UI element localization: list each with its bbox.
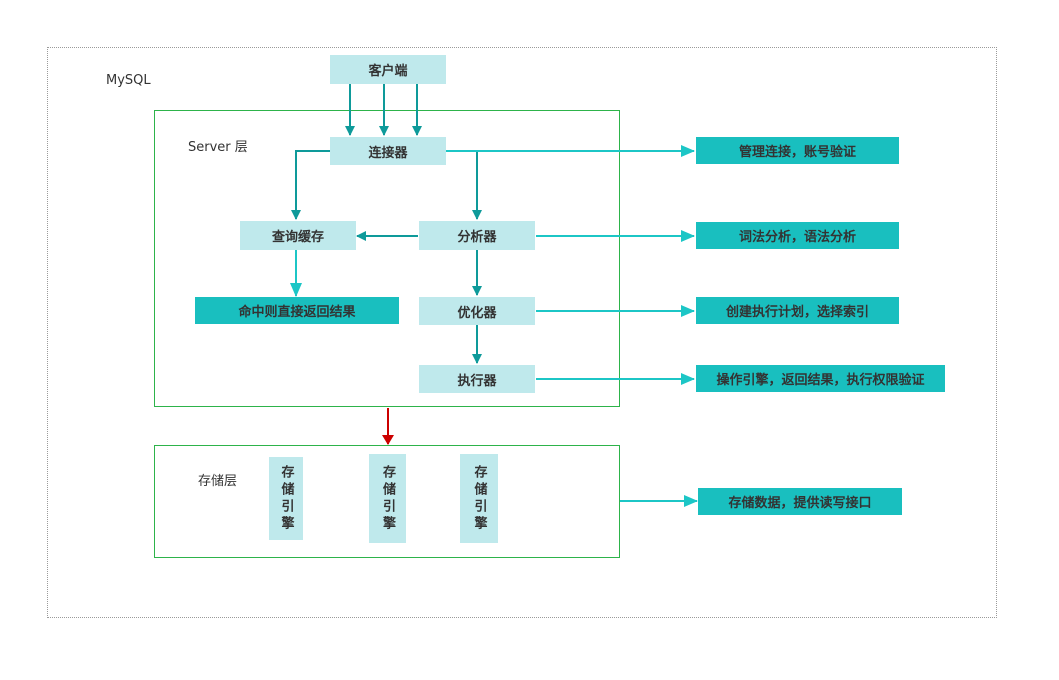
executor-box: 执行器 bbox=[419, 365, 535, 393]
connector-to-cache-arrow bbox=[291, 150, 330, 220]
analyzer-box: 分析器 bbox=[419, 221, 535, 250]
cache-hit-box: 命中则直接返回结果 bbox=[195, 297, 399, 324]
client-to-connector-arrows bbox=[345, 84, 422, 136]
client-box: 客户端 bbox=[330, 55, 446, 84]
server-layer bbox=[154, 110, 620, 407]
mysql-container bbox=[47, 47, 997, 618]
optimizer-box: 优化器 bbox=[419, 297, 535, 325]
storage-engine-1: 存储引擎 bbox=[269, 457, 303, 540]
storage-layer bbox=[154, 445, 620, 558]
storage-layer-label: 存储层 bbox=[198, 474, 238, 489]
connector-box: 连接器 bbox=[330, 137, 446, 165]
storage-engine-3: 存储引擎 bbox=[460, 454, 498, 543]
storage-engine-2: 存储引擎 bbox=[369, 454, 406, 543]
connector-to-analyzer-arrow bbox=[446, 150, 482, 220]
optimizer-note: 创建执行计划，选择索引 bbox=[696, 297, 899, 324]
storage-note: 存储数据，提供读写接口 bbox=[698, 488, 902, 515]
query-cache-box: 查询缓存 bbox=[240, 221, 356, 250]
executor-note: 操作引擎，返回结果，执行权限验证 bbox=[696, 365, 945, 392]
server-layer-label: Server 层 bbox=[188, 140, 248, 155]
mysql-label: MySQL bbox=[106, 73, 151, 88]
analyzer-note: 词法分析，语法分析 bbox=[696, 222, 899, 249]
connector-note: 管理连接，账号验证 bbox=[696, 137, 899, 164]
